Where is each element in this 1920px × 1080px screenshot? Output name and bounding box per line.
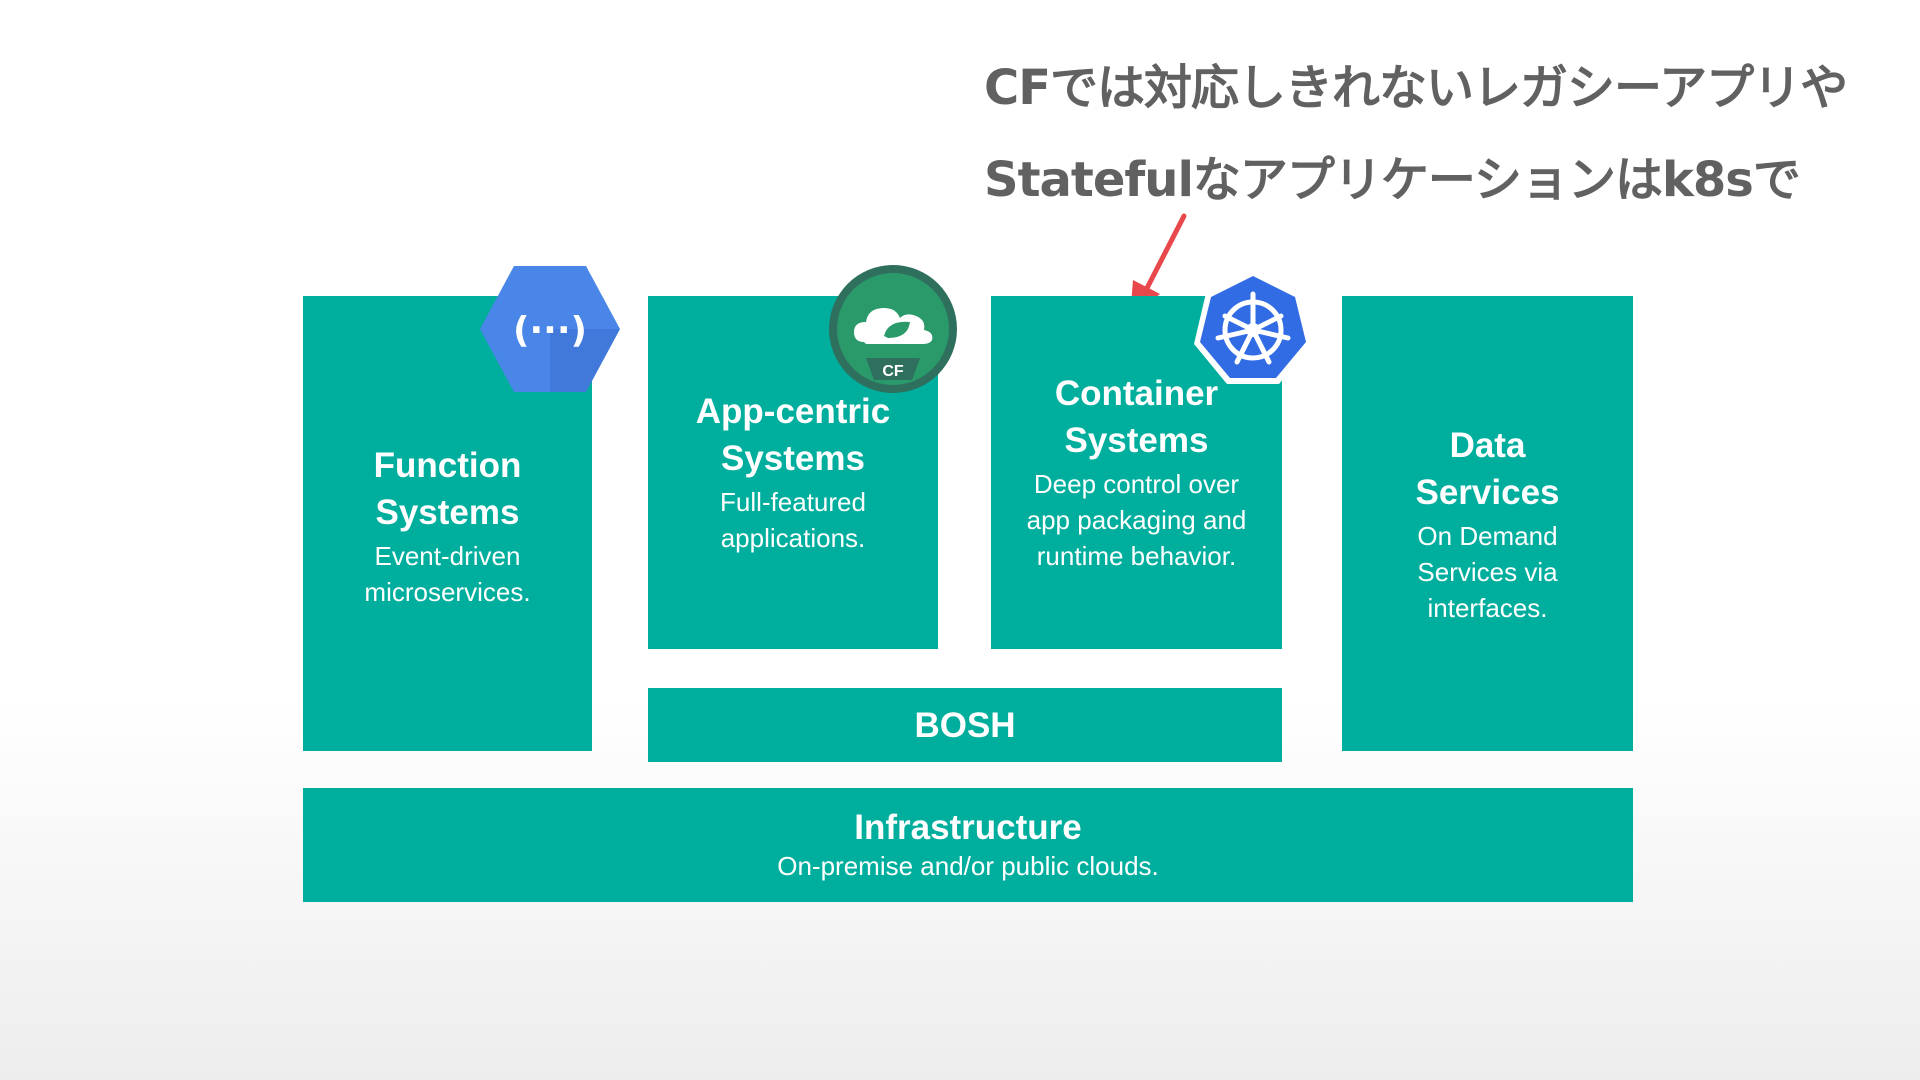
data-services-box: Data Services On Demand Services via int… <box>1342 296 1633 751</box>
spring-cloud-icon: CF <box>829 265 957 393</box>
app-centric-systems-title: App-centric Systems <box>696 388 890 482</box>
bosh-title: BOSH <box>914 705 1016 745</box>
desc-line: applications. <box>720 523 866 553</box>
app-centric-systems-desc: Full-featured applications. <box>720 484 866 556</box>
title-line: Function <box>373 446 522 485</box>
title-line: Systems <box>721 439 865 478</box>
data-services-desc: On Demand Services via interfaces. <box>1417 518 1557 626</box>
desc-line: interfaces. <box>1427 593 1548 623</box>
data-services-title: Data Services <box>1415 422 1559 516</box>
cloud-functions-icon: (···) <box>480 266 620 392</box>
desc-line: Services via <box>1417 557 1558 587</box>
container-systems-box: Container Systems Deep control over app … <box>991 296 1282 649</box>
desc-line: microservices. <box>364 577 531 607</box>
desc-line: Deep control over <box>1033 469 1240 499</box>
desc-line: app packaging and <box>1026 505 1247 535</box>
callout-line-2: Statefulなアプリケーションはk8sで <box>984 152 1801 208</box>
title-line: Services <box>1415 473 1560 512</box>
desc-line: runtime behavior. <box>1036 541 1237 571</box>
functions-glyph: (···) <box>513 310 587 351</box>
title-line: Data <box>1449 426 1526 465</box>
function-systems-title: Function Systems <box>374 442 522 536</box>
infrastructure-box: Infrastructure On-premise and/or public … <box>303 788 1633 902</box>
infrastructure-desc: On-premise and/or public clouds. <box>777 851 1159 881</box>
container-systems-desc: Deep control over app packaging and runt… <box>1027 466 1247 574</box>
title-line: Systems <box>1064 421 1209 460</box>
function-systems-desc: Event-driven microservices. <box>364 538 530 610</box>
desc-line: Event-driven <box>374 541 521 571</box>
title-line: Container <box>1054 374 1219 413</box>
infrastructure-title: Infrastructure <box>854 808 1082 847</box>
bosh-box: BOSH <box>648 688 1282 762</box>
desc-line: Full-featured <box>720 487 866 517</box>
app-centric-systems-box: App-centric Systems Full-featured applic… <box>648 296 938 649</box>
title-line: Systems <box>375 493 520 532</box>
title-line: App-centric <box>695 392 891 431</box>
kubernetes-icon <box>1194 270 1312 384</box>
desc-line: On Demand <box>1417 521 1558 551</box>
container-systems-title: Container Systems <box>1055 370 1218 464</box>
spring-badge-text: CF <box>882 363 904 380</box>
callout-line-1: CFでは対応しきれないレガシーアプリや <box>984 60 1848 116</box>
